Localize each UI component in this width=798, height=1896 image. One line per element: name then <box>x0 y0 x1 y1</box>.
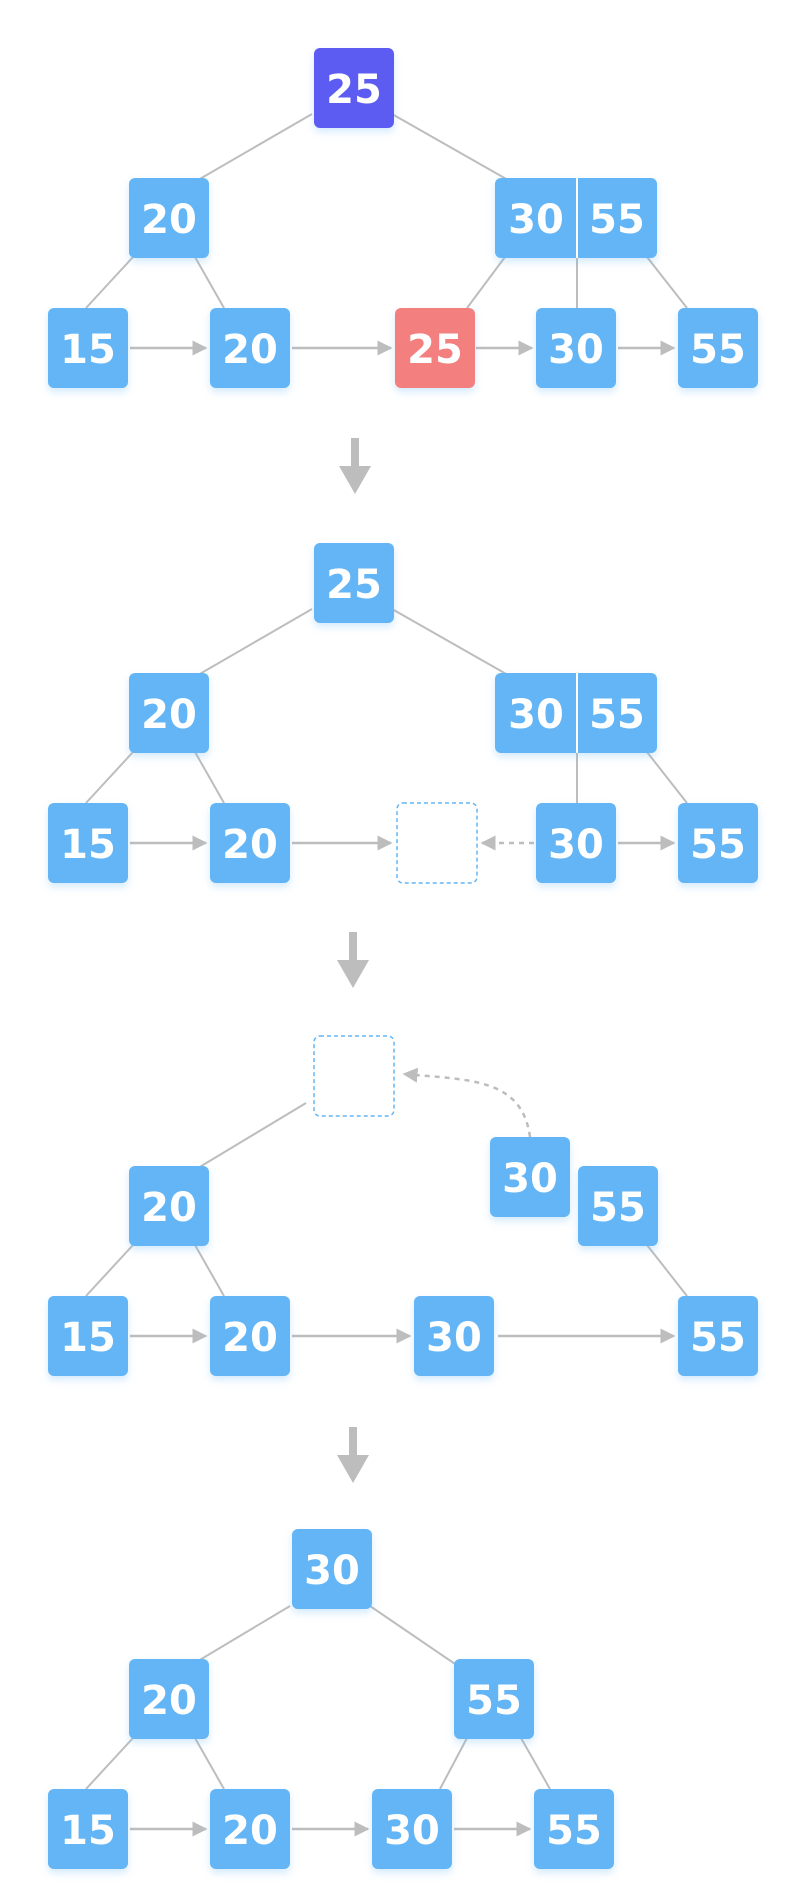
node-s1-leaf-4: 30 <box>536 308 616 388</box>
node-label: 30 <box>508 692 564 738</box>
transition-arrow-down <box>337 1427 369 1483</box>
node-s3-moving: 30 <box>490 1137 570 1217</box>
node-label: 25 <box>326 562 382 608</box>
empty-slot <box>396 802 478 884</box>
stage-4-edges <box>85 1605 551 1790</box>
stage-1-edges <box>85 113 688 309</box>
node-label: 15 <box>60 327 116 373</box>
node-label: 20 <box>141 197 197 243</box>
node-label: 55 <box>466 1678 522 1724</box>
node-s4-leaf-3: 30 <box>372 1789 452 1869</box>
node-s2-leaf-5: 55 <box>678 803 758 883</box>
stage-3: 20 30 55 15 20 30 55 <box>48 1035 758 1376</box>
node-s4-leaf-2: 20 <box>210 1789 290 1869</box>
node-label: 55 <box>690 822 746 868</box>
node-s3-leaf-4: 55 <box>678 1296 758 1376</box>
node-s4-leaf-4: 55 <box>534 1789 614 1869</box>
node-label: 30 <box>426 1315 482 1361</box>
node-label: 55 <box>590 1185 646 1231</box>
empty-slot <box>313 1035 395 1117</box>
node-s1-leaf-2: 20 <box>210 308 290 388</box>
node-s1-leaf-3: 25 <box>395 308 475 388</box>
node-s2-int-left: 20 <box>129 673 209 753</box>
node-s1-int-left: 20 <box>129 178 209 258</box>
node-s2-root: 25 <box>314 543 394 623</box>
node-s3-leaf-2: 20 <box>210 1296 290 1376</box>
node-label: 55 <box>546 1808 602 1854</box>
node-label: 55 <box>690 327 746 373</box>
node-s2-int-right: 30 55 <box>495 673 657 753</box>
node-s3-leaf-3: 30 <box>414 1296 494 1376</box>
node-s1-leaf-5: 55 <box>678 308 758 388</box>
node-label: 25 <box>407 327 463 373</box>
node-label: 20 <box>222 1315 278 1361</box>
transition-arrow-down <box>337 932 369 988</box>
transition-arrow-down <box>339 438 371 494</box>
node-label: 20 <box>141 1185 197 1231</box>
node-label: 30 <box>508 197 564 243</box>
node-s4-int-right: 55 <box>454 1659 534 1739</box>
node-label: 30 <box>548 822 604 868</box>
stage-2: 25 20 30 55 15 20 30 55 <box>48 543 758 884</box>
node-label: 55 <box>589 197 645 243</box>
node-label: 55 <box>589 692 645 738</box>
node-label: 30 <box>384 1808 440 1854</box>
node-s2-leaf-2: 20 <box>210 803 290 883</box>
move-up-dashed-arrow <box>402 1067 532 1138</box>
node-label: 20 <box>141 692 197 738</box>
node-s4-int-left: 20 <box>129 1659 209 1739</box>
node-label: 30 <box>548 327 604 373</box>
node-s3-leaf-1: 15 <box>48 1296 128 1376</box>
node-s2-leaf-4: 30 <box>536 803 616 883</box>
node-label: 25 <box>326 67 382 113</box>
node-s1-int-right: 30 55 <box>495 178 657 258</box>
stage-1: 25 20 30 55 15 20 25 30 55 <box>48 48 758 388</box>
node-label: 20 <box>141 1678 197 1724</box>
stage-2-edges <box>85 608 688 804</box>
node-s1-leaf-1: 15 <box>48 308 128 388</box>
node-label: 30 <box>304 1548 360 1594</box>
node-s3-int-right: 55 <box>578 1166 658 1246</box>
node-label: 20 <box>222 822 278 868</box>
node-label: 55 <box>690 1315 746 1361</box>
node-s4-leaf-1: 15 <box>48 1789 128 1869</box>
stage-3-edges <box>85 1102 688 1297</box>
node-s2-leaf-1: 15 <box>48 803 128 883</box>
node-label: 15 <box>60 1808 116 1854</box>
node-s4-root: 30 <box>292 1529 372 1609</box>
node-s3-int-left: 20 <box>129 1166 209 1246</box>
node-label: 15 <box>60 1315 116 1361</box>
node-label: 30 <box>502 1156 558 1202</box>
node-label: 20 <box>222 327 278 373</box>
node-label: 15 <box>60 822 116 868</box>
stage-4: 30 20 55 15 20 30 55 <box>48 1529 614 1869</box>
node-s1-root: 25 <box>314 48 394 128</box>
node-label: 20 <box>222 1808 278 1854</box>
